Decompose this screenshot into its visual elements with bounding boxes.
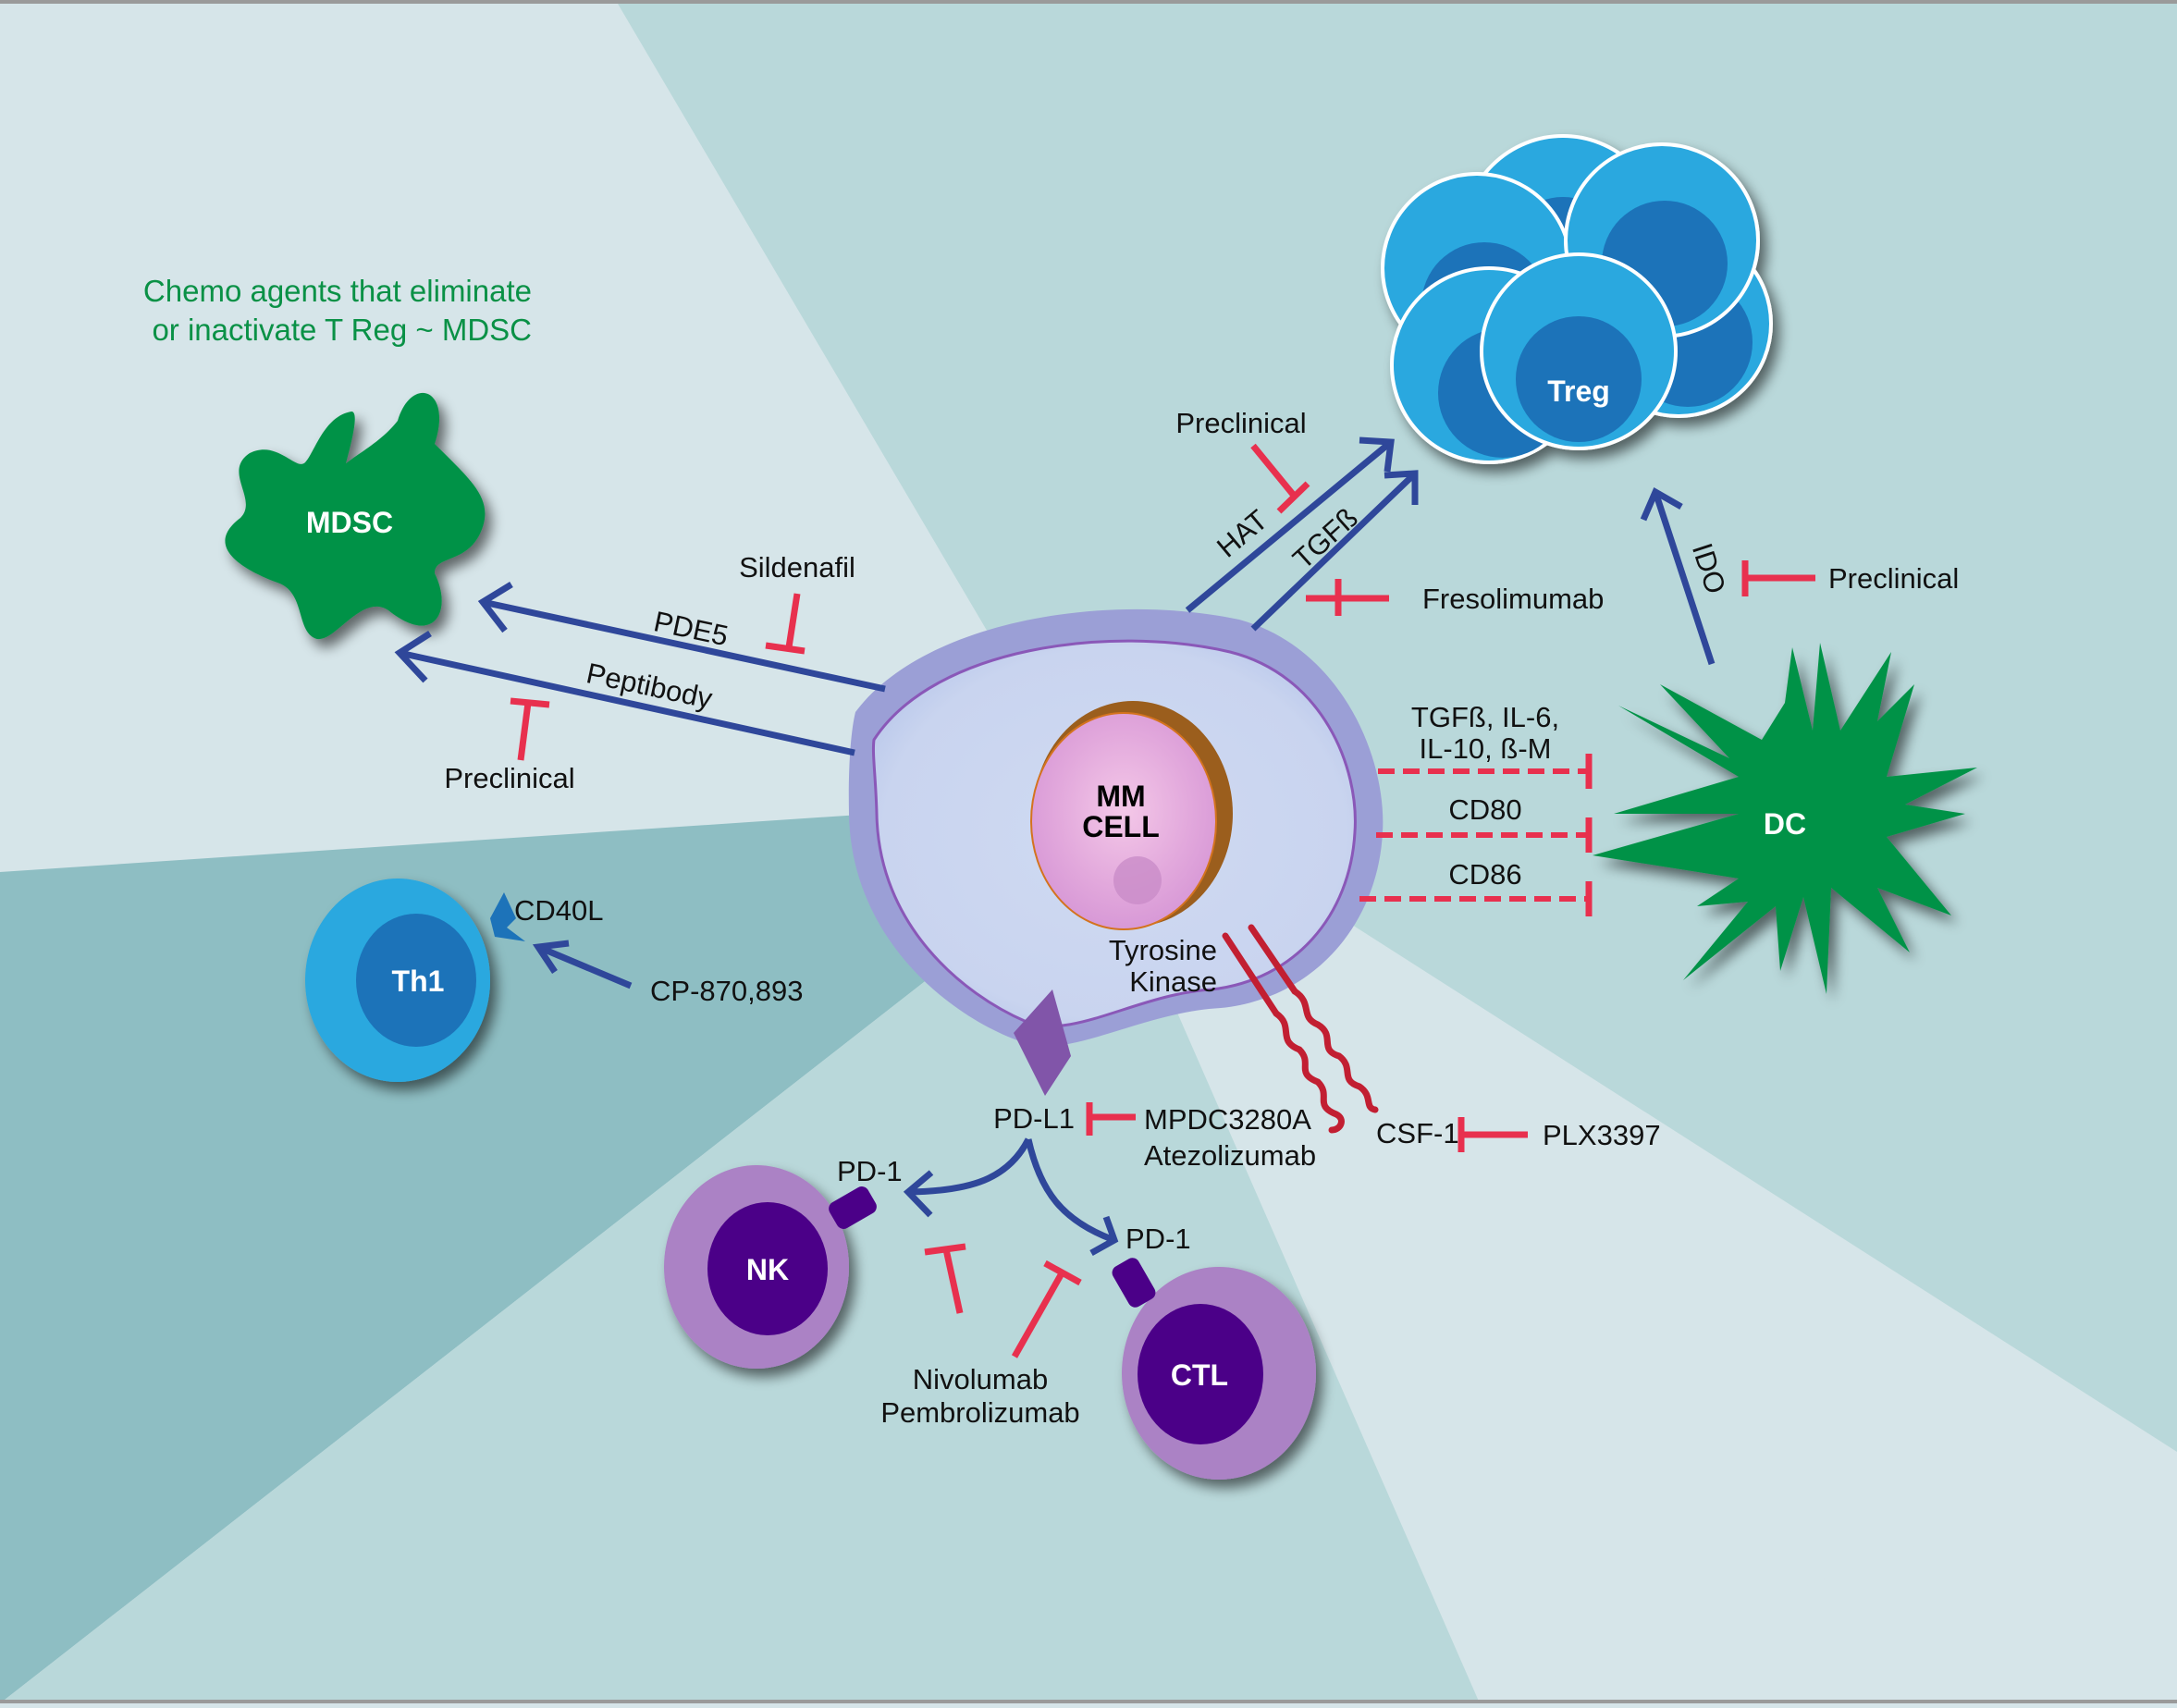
- mpdc3280a-label: MPDC3280A: [1144, 1103, 1311, 1136]
- cd86-label: CD86: [1448, 858, 1521, 891]
- treg-cluster[interactable]: [1381, 134, 1773, 464]
- mdsc-label: MDSC: [306, 506, 393, 539]
- pd1-receptor-ctl-icon: [1112, 1258, 1156, 1308]
- preclinical-ido-inhibition: [1741, 560, 1815, 596]
- nk-cell[interactable]: [664, 1165, 849, 1369]
- cd86-inhibition: [1359, 881, 1593, 916]
- dc-label: DC: [1764, 807, 1806, 841]
- ido-activation-arrow: [1640, 487, 1716, 666]
- top-border: [0, 0, 2177, 4]
- preclinical-ido-label: Preclinical: [1828, 562, 1959, 595]
- nk-label: NK: [746, 1253, 789, 1286]
- plx3397-label: PLX3397: [1543, 1119, 1661, 1151]
- dc-shape: [1593, 643, 1977, 994]
- cd80-inhibition: [1376, 817, 1593, 853]
- tyrosine-kinase-label-line-2: Kinase: [1129, 965, 1217, 998]
- pde5-activation-arrow: [477, 582, 886, 693]
- atezolizumab-label: Atezolizumab: [1144, 1139, 1316, 1172]
- fresolimumab-inhibition: [1306, 579, 1389, 616]
- nivolumab-inhibition-ctl: [1011, 1259, 1082, 1358]
- sildenafil-inhibition: [765, 593, 806, 655]
- tyrosine-kinase-receptor-icon: [1222, 924, 1379, 1134]
- pdl1-ligand-icon: [1014, 989, 1071, 1096]
- hat-activation-arrow: [1185, 436, 1395, 613]
- pdl1-to-ctl-arrow: [1025, 1138, 1119, 1257]
- cd40l-label: CD40L: [514, 894, 604, 927]
- cd40l-receptor-icon: [490, 892, 525, 941]
- bg-wedge-top-right: [618, 4, 2177, 1452]
- nivolumab-inhibition-nk: [924, 1243, 966, 1314]
- bg-wedge-bottom-right-corner: [1480, 1452, 2177, 1703]
- mm-label-line-2: CELL: [1082, 810, 1160, 843]
- note-line-1: Chemo agents that eliminate: [143, 274, 532, 308]
- mm-nucleolus: [1113, 856, 1162, 904]
- fresolimumab-label: Fresolimumab: [1422, 583, 1604, 615]
- preclinical-peptibody-label: Preclinical: [444, 762, 574, 794]
- mm-nucleus: [1030, 712, 1217, 930]
- peptibody-activation-arrow: [394, 631, 855, 756]
- cp870893-label: CP-870,893: [650, 975, 803, 1007]
- note-line-2: or inactivate T Reg ~ MDSC: [152, 313, 532, 347]
- preclinical-peptibody-inhibition: [510, 697, 550, 761]
- dc-factors-label-line-1: TGFß, IL-6,: [1411, 701, 1559, 733]
- mm-cell[interactable]: [848, 608, 1384, 1047]
- dc-factors-label-line-2: IL-10, ß-M: [1420, 732, 1552, 765]
- pdl1-label: PD-L1: [993, 1102, 1075, 1135]
- dc-factors-inhibition: [1378, 754, 1593, 789]
- mdsc-shape: [225, 392, 486, 640]
- pembrolizumab-label: Pembrolizumab: [880, 1396, 1079, 1429]
- sildenafil-label: Sildenafil: [739, 551, 855, 584]
- bottom-border: [0, 1700, 2177, 1703]
- ctl-cell[interactable]: [1122, 1267, 1316, 1480]
- th1-label: Th1: [392, 965, 445, 998]
- pd1-ctl-label: PD-1: [1125, 1223, 1191, 1255]
- pd1-receptor-nk-icon: [829, 1186, 877, 1229]
- mpdc3280a-inhibition: [1086, 1102, 1136, 1136]
- th1-cell[interactable]: [305, 879, 490, 1082]
- nivolumab-label: Nivolumab: [913, 1363, 1048, 1395]
- treg-cell-front: [1480, 252, 1678, 450]
- tyrosine-kinase-label-line-1: Tyrosine: [1109, 934, 1217, 966]
- cp870893-activation-arrow: [532, 940, 633, 989]
- dc-cell[interactable]: [1593, 643, 1977, 994]
- preclinical-hat-inhibition: [1250, 443, 1310, 514]
- plx3397-inhibition: [1457, 1117, 1528, 1152]
- tgfb-activation-arrow: [1250, 470, 1419, 632]
- ctl-label: CTL: [1171, 1358, 1228, 1392]
- bg-wedge-left: [0, 812, 962, 1703]
- csf1-label: CSF-1: [1376, 1117, 1459, 1149]
- pd1-nk-label: PD-1: [837, 1155, 903, 1187]
- cd80-label: CD80: [1448, 793, 1521, 826]
- mdsc-cell[interactable]: [225, 392, 486, 640]
- mm-label-line-1: MM: [1096, 780, 1145, 813]
- pdl1-to-nk-arrow: [903, 1137, 1032, 1218]
- treg-label: Treg: [1547, 375, 1610, 408]
- preclinical-hat-label: Preclinical: [1175, 407, 1306, 439]
